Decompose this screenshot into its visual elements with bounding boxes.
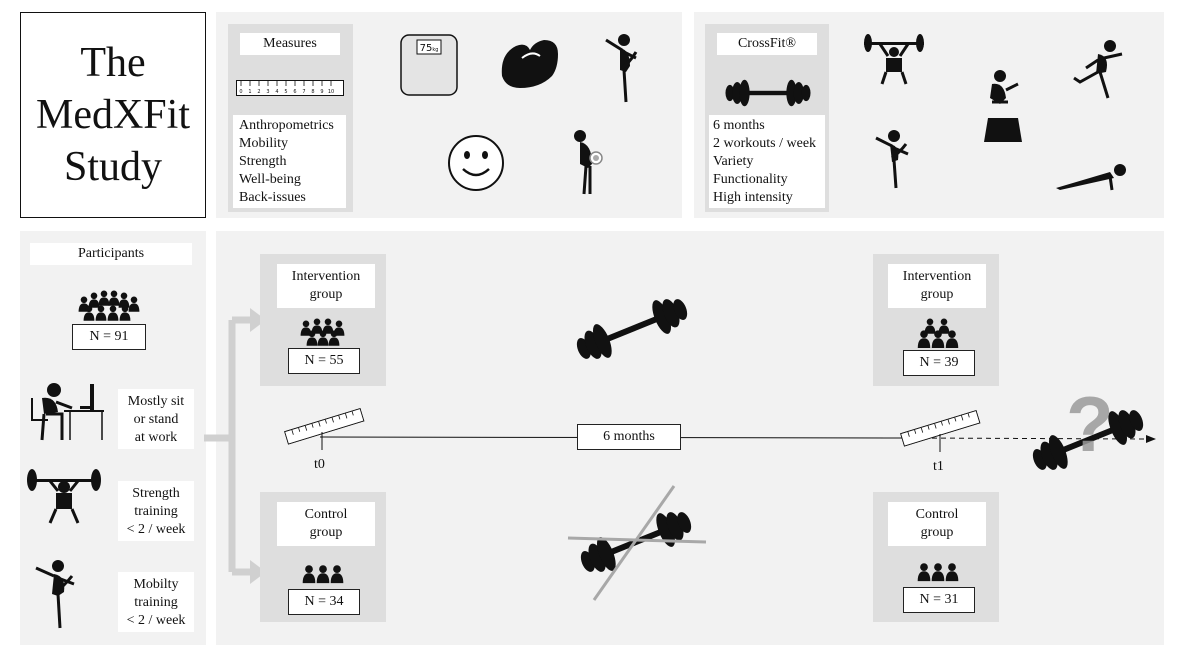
measures-item: Strength <box>239 154 287 169</box>
group-label-line: Control <box>915 507 959 522</box>
ruler-number: 4 <box>275 89 278 95</box>
crowd-icon <box>78 290 140 321</box>
group-count-box: N = 34 <box>288 589 360 615</box>
ruler-number: 8 <box>311 89 314 95</box>
group-people-icon <box>300 318 345 346</box>
criterion-line: < 2 / week <box>126 522 186 537</box>
balance-figure-icon <box>875 130 909 189</box>
group-label-line: Control <box>304 507 348 522</box>
crossfit-item: High intensity <box>713 190 793 205</box>
plank-figure-icon <box>1056 164 1126 191</box>
running-figure-icon <box>1073 40 1123 99</box>
weightlifter-icon <box>27 469 101 524</box>
ruler-number: 0 <box>239 89 242 95</box>
criterion-line: at work <box>134 430 178 445</box>
group-count-box: N = 55 <box>288 348 360 374</box>
measures-heading: Measures <box>263 36 317 51</box>
criterion-line: Strength <box>132 486 180 501</box>
criterion-box: Mostly sit or stand at work <box>118 389 194 449</box>
group-count-box: N = 39 <box>903 350 975 376</box>
duration-label: 6 months <box>603 429 655 444</box>
criterion-line: Mobilty <box>133 577 179 592</box>
group-people-icon <box>917 563 959 582</box>
criterion-line: Mostly sit <box>127 394 185 409</box>
intervention-dumbbell-icon <box>571 290 693 368</box>
title-box: The MedXFit Study <box>20 12 206 218</box>
group-label-box: Intervention group <box>888 264 986 308</box>
svg-text:75kg: 75kg <box>420 43 439 54</box>
criterion-line: training <box>134 504 178 519</box>
overhead-squat-figure-icon <box>864 34 924 85</box>
ruler-number: 10 <box>328 89 334 95</box>
group-label-line: group <box>309 287 343 302</box>
group-count: N = 39 <box>919 355 959 370</box>
weighing-scale-icon: 75kg <box>400 34 458 96</box>
scale-reading: 75 <box>420 43 433 54</box>
group-label-box: Control group <box>277 502 375 546</box>
ruler-number: 9 <box>320 89 323 95</box>
participants-count: N = 91 <box>89 329 129 344</box>
title-line-2: MedXFit <box>35 92 190 138</box>
group-count: N = 31 <box>919 592 959 607</box>
measures-heading-box: Measures <box>240 33 340 55</box>
crossfit-heading-box: CrossFit® <box>717 33 817 55</box>
box-jump-figure-icon <box>984 70 1022 142</box>
ruler-number: 7 <box>302 89 305 95</box>
group-label-line: group <box>920 287 954 302</box>
control-no-dumbbell-icon <box>567 485 707 601</box>
group-count: N = 34 <box>304 594 344 609</box>
ruler-number: 2 <box>257 89 260 95</box>
t1-label: t1 <box>933 459 944 474</box>
crossfit-heading: CrossFit® <box>737 36 797 51</box>
group-label-box: Intervention group <box>277 264 375 308</box>
measures-item: Well-being <box>239 172 301 187</box>
measures-list-box: Anthropometrics Mobility Strength Well-b… <box>233 115 346 208</box>
crossfit-item: Variety <box>713 154 754 169</box>
criterion-box: Strength training < 2 / week <box>118 481 194 541</box>
question-mark: ? <box>1066 380 1114 468</box>
mobility-figure-icon <box>35 560 75 629</box>
participants-heading: Participants <box>77 246 145 261</box>
participants-count-box: N = 91 <box>72 324 146 350</box>
allocation-arrow <box>204 308 266 584</box>
group-count-box: N = 31 <box>903 587 975 613</box>
title-line-3: Study <box>63 144 163 190</box>
group-label-line: Intervention <box>902 269 972 284</box>
ruler-number: 1 <box>248 89 251 95</box>
group-label-line: Intervention <box>291 269 361 284</box>
group-label-line: group <box>920 525 954 540</box>
measures-item: Back-issues <box>239 190 306 205</box>
desk-worker-icon <box>31 383 104 441</box>
ruler-number: 3 <box>266 89 269 95</box>
crossfit-item: 2 workouts / week <box>713 136 817 151</box>
group-count: N = 55 <box>304 353 344 368</box>
criterion-box: Mobilty training < 2 / week <box>118 572 194 632</box>
criterion-line: training <box>134 595 178 610</box>
crossfit-item: 6 months <box>713 118 765 133</box>
ruler-number: 5 <box>284 89 287 95</box>
crossfit-item: Functionality <box>713 172 788 187</box>
criterion-line: or stand <box>133 412 179 427</box>
dumbbell-icon <box>724 77 812 109</box>
scale-unit: kg <box>432 47 438 53</box>
measures-item: Anthropometrics <box>239 118 334 133</box>
duration-box: 6 months <box>577 424 681 450</box>
ruler-icon-t0 <box>284 408 365 445</box>
t0-label: t0 <box>314 457 325 472</box>
smiley-icon <box>448 135 504 191</box>
measures-item: Mobility <box>239 136 289 151</box>
participants-heading-box: Participants <box>30 243 192 265</box>
muscle-arm-icon <box>501 40 558 88</box>
criterion-line: < 2 / week <box>126 613 186 628</box>
ruler-number: 6 <box>293 89 296 95</box>
crossfit-list-box: 6 months 2 workouts / week Variety Funct… <box>709 115 825 208</box>
group-people-icon <box>302 565 344 584</box>
measures-ruler: 0 1 2 3 4 5 6 7 8 9 10 <box>236 80 344 96</box>
stretching-figure-icon <box>605 34 638 103</box>
group-label-box: Control group <box>888 502 986 546</box>
title-line-1: The <box>80 40 146 86</box>
group-label-line: group <box>309 525 343 540</box>
group-people-icon <box>917 318 959 348</box>
back-pain-figure-icon <box>574 130 603 195</box>
